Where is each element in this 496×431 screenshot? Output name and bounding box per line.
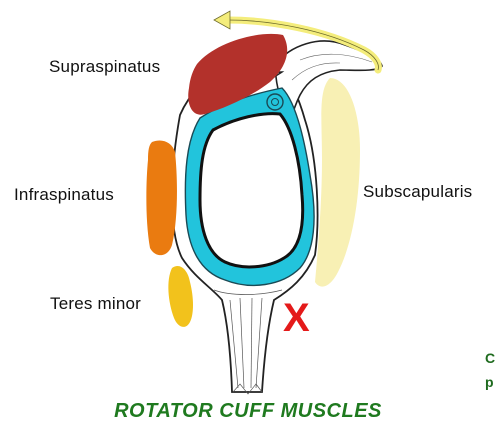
infraspinatus-muscle: [146, 140, 177, 256]
biceps-tendon-inner: [271, 98, 279, 106]
diagram-title: ROTATOR CUFF MUSCLES: [114, 400, 382, 422]
direction-arrow-outline: [227, 19, 379, 71]
label-infraspinatus: Infraspinatus: [14, 185, 114, 204]
cropped-text-fragment: C: [485, 350, 496, 366]
biceps-tendon-circle: [266, 93, 284, 111]
bone-texture: [213, 289, 283, 395]
label-supraspinatus: Supraspinatus: [49, 57, 161, 76]
supraspinatus-muscle: [188, 33, 288, 115]
glenoid-fossa: [198, 112, 305, 269]
coracoid-texture: [291, 53, 373, 81]
cropped-text-fragment: p: [485, 374, 494, 390]
subscapularis-muscle: [315, 78, 360, 287]
red-x-marker: X: [283, 296, 310, 340]
direction-arrow-head: [213, 10, 231, 30]
teres-minor-muscle: [168, 265, 193, 327]
label-teres-minor: Teres minor: [50, 294, 142, 313]
label-subscapularis: Subscapularis: [363, 182, 473, 201]
